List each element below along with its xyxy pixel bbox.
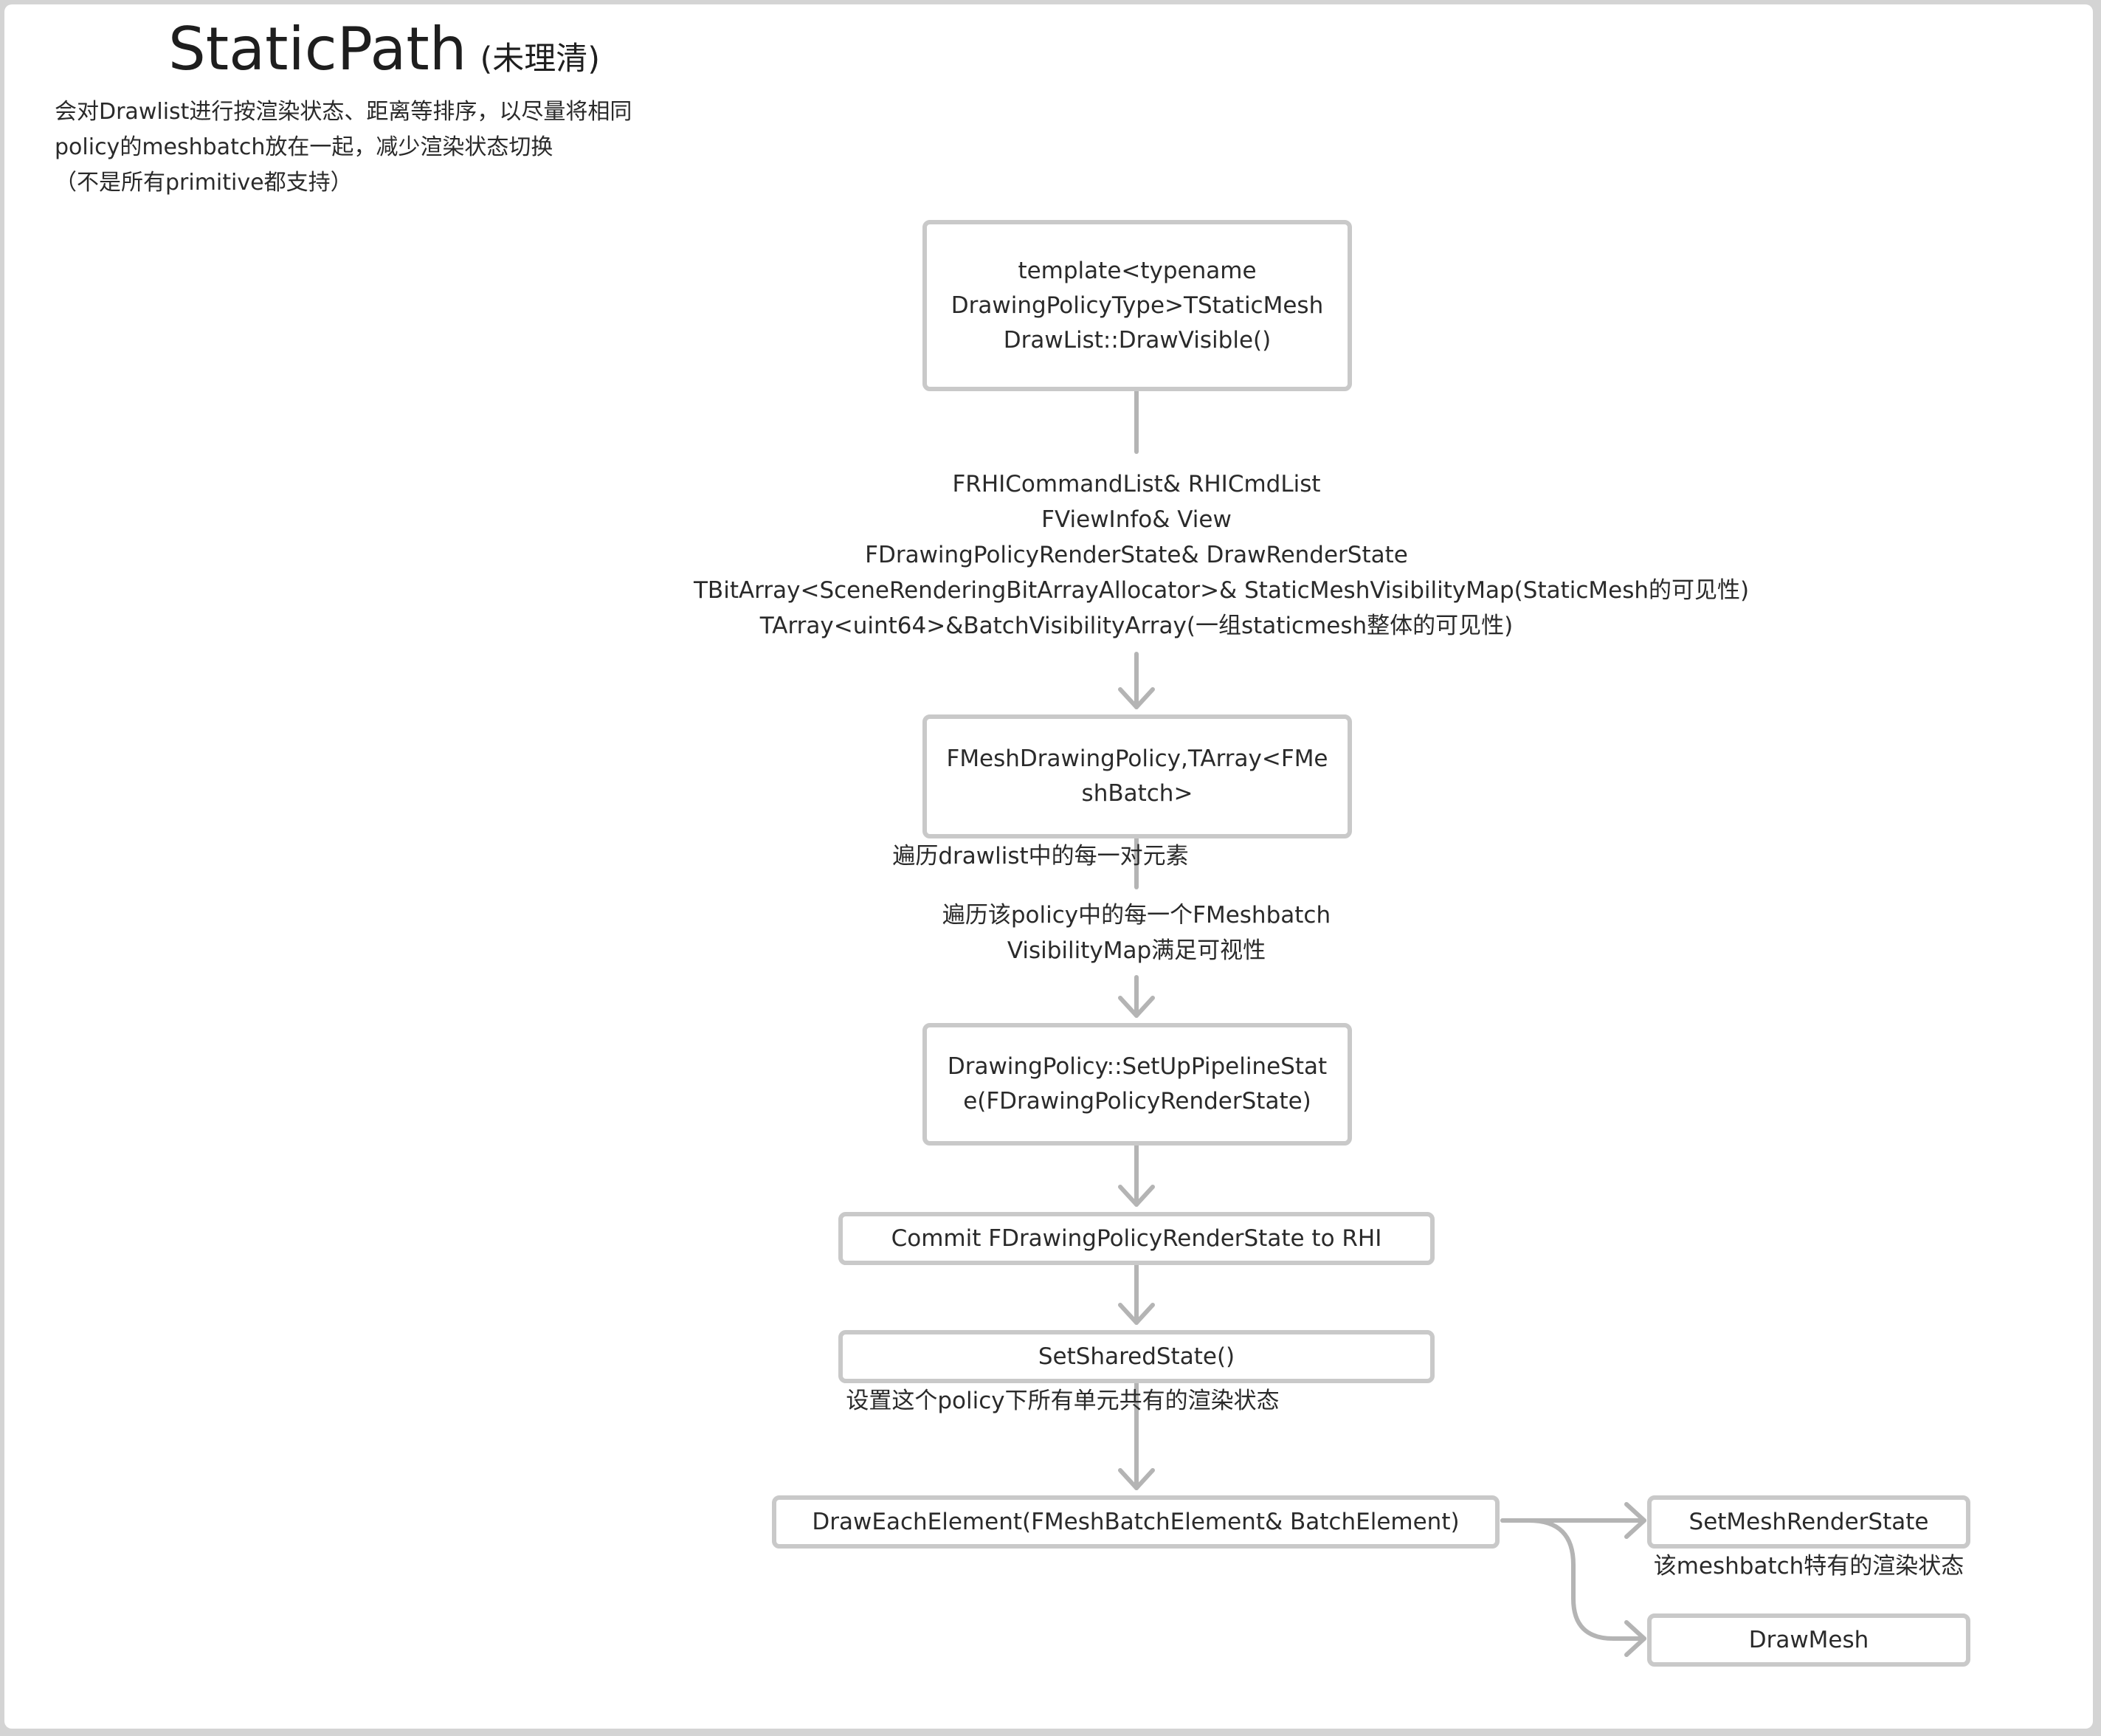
title-sub: (未理清)	[480, 41, 601, 78]
node-line: template<typename	[1018, 257, 1257, 284]
intro-text: 会对Drawlist进行按渲染状态、距离等排序，以尽量将相同 policy的me…	[55, 94, 632, 201]
node-setup-pipeline-state[interactable]: DrawingPolicy::SetUpPipelineStat e(FDraw…	[922, 1023, 1352, 1146]
node-mesh-drawing-policy[interactable]: FMeshDrawingPolicy,TArray<FMe shBatch>	[922, 714, 1352, 838]
arrowhead-shared	[1118, 1303, 1155, 1325]
node-line: DrawList::DrawVisible()	[1003, 326, 1272, 354]
arrowhead-setup	[1118, 996, 1155, 1018]
param-line: TBitArray<SceneRenderingBitArrayAllocato…	[694, 577, 1750, 604]
edge-label-shared-state-note: 设置这个policy下所有单元共有的渲染状态	[846, 1388, 1280, 1414]
param-line: TArray<uint64>&BatchVisibilityArray(一组st…	[759, 613, 1514, 639]
arrowhead-policy	[1118, 687, 1155, 709]
iterate-line: 遍历该policy中的每一个FMeshbatch	[942, 902, 1331, 929]
node-line: FMeshDrawingPolicy,TArray<FMe	[946, 745, 1328, 772]
edge-label-params: FRHICommandList& RHICmdList FViewInfo& V…	[694, 466, 1750, 644]
param-line: FDrawingPolicyRenderState& DrawRenderSta…	[865, 542, 1408, 568]
node-commit-render-state[interactable]: Commit FDrawingPolicyRenderState to RHI	[838, 1212, 1435, 1265]
param-line: FRHICommandList& RHICmdList	[952, 471, 1321, 497]
title-main: StaticPath	[168, 15, 467, 83]
node-set-shared-state[interactable]: SetSharedState()	[838, 1330, 1435, 1383]
connector-draweach-drawmesh	[1500, 1518, 1646, 1641]
intro-line: （不是所有primitive都支持）	[55, 170, 353, 196]
node-line: e(FDrawingPolicyRenderState)	[963, 1088, 1311, 1115]
arrowhead-commit	[1118, 1185, 1155, 1207]
intro-line: 会对Drawlist进行按渲染状态、距离等排序，以尽量将相同	[55, 99, 632, 125]
arrowhead-meshstate	[1624, 1502, 1646, 1539]
node-draw-mesh[interactable]: DrawMesh	[1647, 1613, 1970, 1667]
node-line: DrawingPolicy::SetUpPipelineStat	[947, 1053, 1328, 1080]
node-line: shBatch>	[1081, 780, 1193, 807]
iterate-line: VisibilityMap满足可视性	[1007, 937, 1266, 964]
diagram-canvas: StaticPath (未理清) 会对Drawlist进行按渲染状态、距离等排序，…	[4, 4, 2093, 1729]
edge-label-iterate-drawlist: 遍历drawlist中的每一对元素	[892, 843, 1189, 869]
arrowhead-drawmesh	[1624, 1620, 1646, 1657]
param-line: FViewInfo& View	[1041, 506, 1232, 533]
intro-line: policy的meshbatch放在一起，减少渲染状态切换	[55, 134, 553, 160]
node-line: DrawingPolicyType>TStaticMesh	[951, 292, 1324, 319]
node-draw-each-element[interactable]: DrawEachElement(FMeshBatchElement& Batch…	[772, 1495, 1500, 1549]
edge-label-iterate-policy: 遍历该policy中的每一个FMeshbatch VisibilityMap满足…	[878, 898, 1395, 968]
arrowhead-draweach	[1118, 1468, 1155, 1490]
connector-layer	[1118, 388, 1646, 1657]
node-set-mesh-render-state[interactable]: SetMeshRenderState	[1647, 1495, 1970, 1549]
node-draw-visible[interactable]: template<typename DrawingPolicyType>TSta…	[922, 220, 1352, 391]
page-title: StaticPath (未理清)	[168, 15, 600, 83]
edge-label-mesh-state-note: 该meshbatch特有的渲染状态	[1653, 1553, 1964, 1580]
